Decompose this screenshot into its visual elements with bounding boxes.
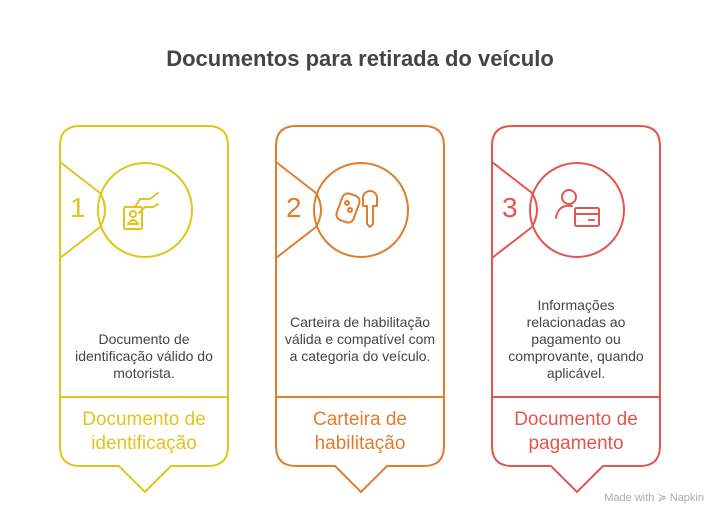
card-2-label: Carteira de habilitação: [313, 409, 407, 454]
card-1-description: Documento de identificação válido do mot…: [75, 331, 213, 381]
car-key-icon: [335, 190, 378, 228]
page-title: Documentos para retirada do veículo: [166, 46, 554, 71]
card-3-description: Informações relacionadas ao pagamento ou…: [508, 297, 644, 381]
napkin-credit: Made with ≽ Napkin: [604, 492, 704, 504]
card-2-description: Carteira de habilitação válida e compatí…: [284, 314, 436, 364]
icon-circle: [313, 162, 409, 258]
card-1-number: 1: [70, 192, 86, 223]
card-outline: [491, 125, 661, 494]
number-notch: [59, 161, 106, 259]
icon-circle: [529, 162, 625, 258]
user-card-icon: [555, 189, 600, 227]
icon-circle: [97, 162, 193, 258]
card-3-shape: [491, 125, 661, 494]
card-3-label: Documento de pagamento: [514, 409, 638, 454]
card-1-label: Documento de identificação: [82, 409, 206, 454]
card-outline: [59, 125, 229, 494]
card-2-number: 2: [286, 192, 302, 223]
card-outline: [275, 125, 445, 494]
card-1-shape: [59, 125, 229, 494]
number-notch: [275, 161, 322, 259]
number-notch: [491, 161, 538, 259]
card-3-number: 3: [502, 192, 518, 223]
id-card-hand-icon: [123, 192, 159, 230]
card-2-shape: [275, 125, 445, 494]
